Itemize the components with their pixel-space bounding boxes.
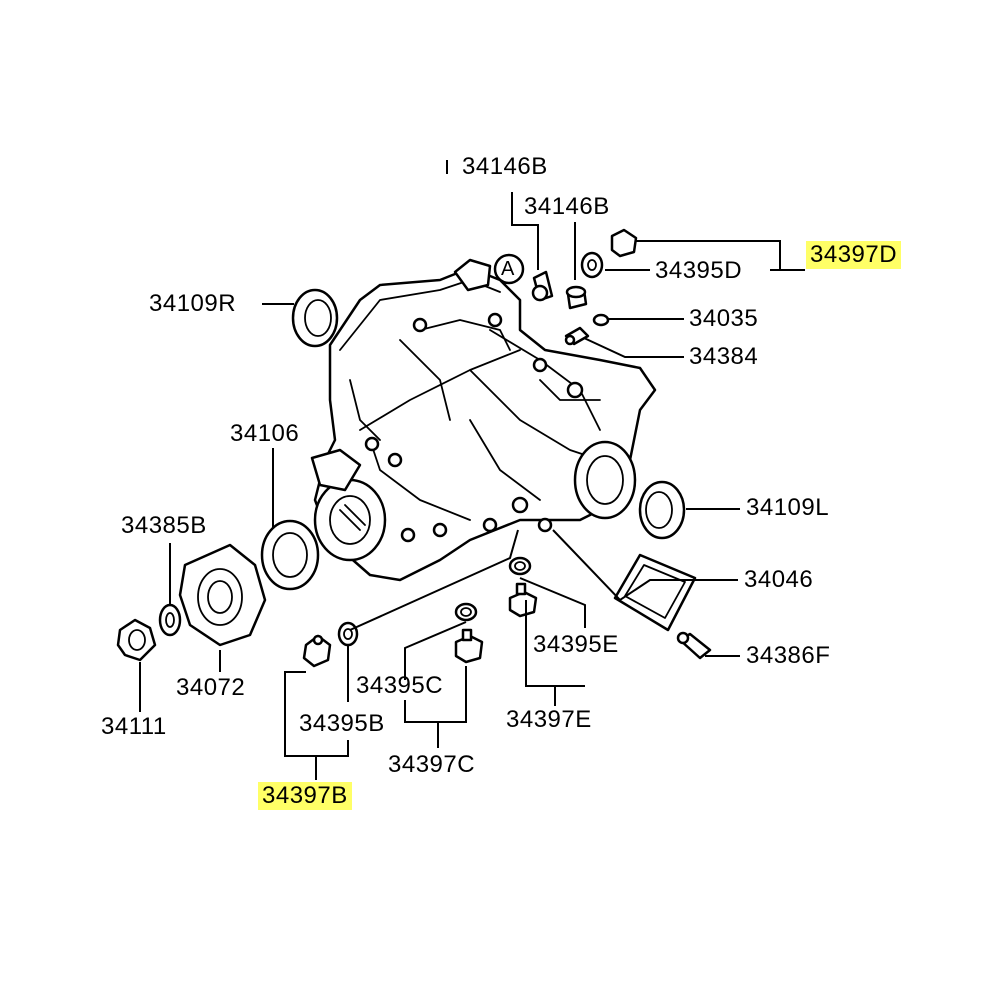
differential-housing-drawing [310,258,657,582]
washer-34395B-drawing [337,621,359,647]
callout-34397D-highlighted: 34397D [806,241,902,269]
leader-lines [139,160,805,780]
callout-34395C: 34395C [356,672,444,699]
gasket-34046-drawing [613,553,697,632]
callout-34395D: 34395D [655,257,743,284]
callout-34146B-top: 34146B [462,153,548,180]
callout-34397B-highlighted: 34397B [258,782,352,810]
callout-34111: 34111 [101,713,167,740]
callout-34384: 34384 [689,343,759,370]
callout-34035: 34035 [689,305,759,332]
bolt-34035-drawing [592,313,610,327]
washer-34395E-drawing [508,556,532,576]
callout-34072: 34072 [176,674,246,701]
washer-34385B-drawing [158,603,182,637]
plug-34397C-drawing [454,628,484,664]
callout-34386F: 34386F [746,642,831,669]
callout-34109R: 34109R [149,290,237,317]
plug-34397E-drawing [508,582,538,618]
breather-34146B-drawing [531,270,588,310]
washer-34395C-drawing [454,602,478,622]
seal-34106-drawing [260,519,320,591]
washer-34395D-drawing [580,251,604,279]
view-marker-circle [493,253,525,285]
callout-34109L: 34109L [746,494,830,521]
nut-34111-drawing [116,618,157,662]
callout-34106: 34106 [230,420,300,447]
bolt-34386F-drawing [676,631,712,660]
grease-nipple-34384-drawing [564,326,590,346]
callout-34146B-second: 34146B [524,193,610,220]
callout-34397E: 34397E [506,706,592,733]
callout-34395E: 34395E [533,631,619,658]
callout-34046: 34046 [744,566,814,593]
callout-34397C: 34397C [388,751,476,778]
callout-34395B: 34395B [299,710,385,737]
view-marker-letter: A [501,258,515,280]
seal-34109L-drawing [638,480,686,540]
seal-34109R-drawing [291,288,339,348]
callout-34385B: 34385B [121,512,207,539]
plug-34397B-drawing [302,634,332,668]
flange-34072-drawing [178,543,267,647]
plug-34397D-drawing [610,228,638,258]
